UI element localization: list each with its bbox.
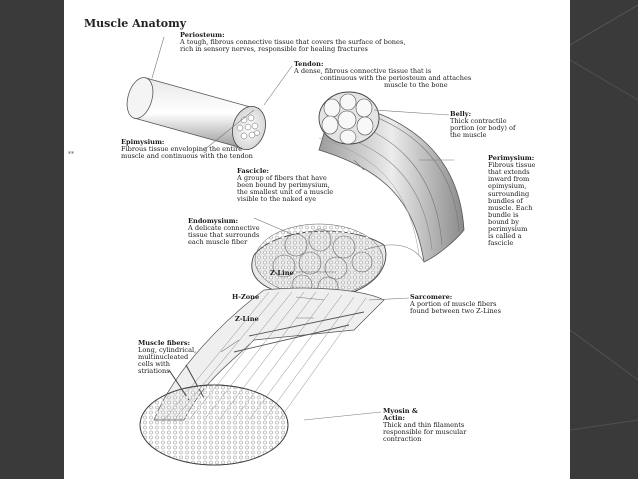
label-line: the muscle: [450, 131, 487, 140]
label-name: Z-Line: [270, 269, 294, 277]
label-line: striations: [138, 367, 170, 376]
label-line: perimysium: [488, 225, 528, 234]
label-line: bundles of: [488, 196, 523, 205]
label-h-zone: H-Zone: [232, 293, 260, 301]
label-line: rich in sensory nerves, responsible for …: [180, 45, 368, 54]
label-name: Perimysium:: [488, 154, 535, 162]
label-name: Muscle fibers:: [138, 339, 191, 347]
label-line: visible to the naked eye: [237, 195, 317, 204]
label-name: Fascicle:: [237, 167, 269, 175]
label-name: Sarcomere:: [410, 293, 453, 301]
label-line: Long, cylindrical,: [138, 346, 197, 355]
label-name: Endomysium:: [188, 217, 239, 225]
label-line: responsible for muscular: [383, 428, 467, 437]
label-line: been bound by perimysium,: [237, 181, 330, 190]
stray-mark: **: [68, 151, 74, 158]
label-line: that extends: [488, 168, 530, 177]
label-line: is called a: [488, 232, 522, 241]
label-line: bundle is: [488, 210, 519, 219]
label-line: A group of fibers that have: [237, 174, 327, 183]
label-belly: Belly: Thick contractile portion (or bod…: [450, 110, 516, 140]
label-line: continuous with the periosteum and attac…: [320, 74, 472, 83]
label-line: Thick contractile: [450, 117, 507, 126]
label-line: muscle. Each: [488, 203, 533, 212]
label-name: Belly:: [450, 110, 472, 118]
label-muscle-fibers: Muscle fibers: Long, cylindrical, multin…: [138, 339, 197, 376]
fascicle-bundle: [251, 223, 425, 299]
label-line: found between two Z-Lines: [410, 307, 501, 316]
label-line: Thick and thin filaments: [383, 421, 465, 430]
belly-cross-section: [318, 91, 380, 145]
page-title: Muscle Anatomy: [84, 17, 187, 30]
label-line: bound by: [488, 217, 519, 226]
label-line: contraction: [383, 435, 422, 444]
label-z-line-bottom: Z-Line: [235, 315, 259, 323]
label-line: A dense, fibrous connective tissue that …: [294, 67, 432, 76]
label-line: inward from: [488, 175, 530, 184]
label-z-line-top: Z-Line: [270, 269, 294, 277]
label-line: the smallest unit of a muscle: [237, 188, 334, 197]
label-line: each muscle fiber: [188, 238, 248, 247]
label-name-2: Actin:: [383, 414, 405, 423]
label-perimysium: Perimysium: Fibrous tissue that extends …: [488, 154, 536, 248]
label-name: Z-Line: [235, 315, 259, 323]
label-line: Fibrous tissue: [488, 161, 536, 170]
muscle-anatomy-illustration: [126, 36, 465, 466]
label-name: Myosin &: [383, 407, 418, 415]
label-line: surrounding: [488, 189, 530, 198]
label-periosteum: Periosteum: A tough, fibrous connective …: [180, 31, 406, 54]
bone-tendon-cylinder: [126, 77, 266, 151]
label-name: Tendon:: [294, 60, 324, 68]
label-tendon: Tendon: A dense, fibrous connective tiss…: [294, 60, 472, 90]
fiber-cross-section: [139, 384, 289, 466]
label-line: A portion of muscle fibers: [410, 300, 497, 309]
label-line: cells with: [138, 360, 170, 369]
label-epimysium: Epimysium: Fibrous tissue enveloping the…: [121, 138, 253, 161]
label-myosin-actin: Myosin & Actin: Thick and thin filaments…: [383, 407, 467, 444]
label-line: epimysium,: [488, 182, 527, 191]
leader-lines: [151, 36, 454, 421]
label-endomysium: Endomysium: A delicate connective tissue…: [188, 217, 260, 247]
label-line: A delicate connective: [188, 224, 260, 233]
label-name: H-Zone: [232, 293, 260, 301]
label-name: Epimysium:: [121, 138, 165, 146]
label-line: tissue that surrounds: [188, 231, 260, 240]
label-line: muscle to the bone: [384, 81, 448, 90]
label-fascicle: Fascicle: A group of fibers that have be…: [237, 167, 334, 204]
label-sarcomere: Sarcomere: A portion of muscle fibers fo…: [410, 293, 501, 316]
label-line: multinucleated: [138, 353, 189, 362]
label-line: muscle and continuous with the tendon: [121, 152, 253, 161]
label-name: Periosteum:: [180, 31, 225, 39]
label-line: A tough, fibrous connective tissue that …: [180, 38, 406, 47]
label-line: fascicle: [488, 239, 514, 248]
label-line: Fibrous tissue enveloping the entire: [121, 145, 243, 154]
label-line: portion (or body) of: [450, 124, 516, 133]
